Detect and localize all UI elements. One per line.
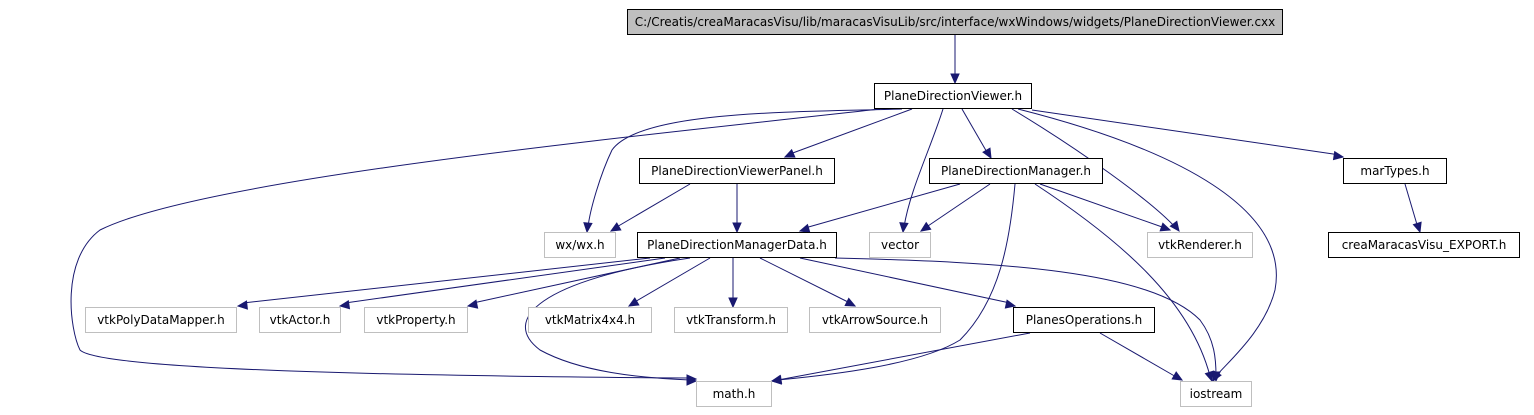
arrowhead-pdv-manager [982, 147, 992, 160]
edge-pdv-manager [961, 108, 989, 155]
arrowhead-mgr-data [798, 223, 811, 233]
arrowhead-po-iostream [1171, 371, 1184, 381]
node-mar-types-h[interactable]: marTypes.h [1343, 158, 1447, 184]
arrowhead-pdv-martypes [1332, 150, 1345, 161]
node-plane-direction-manager-data-h[interactable]: PlaneDirectionManagerData.h [637, 232, 837, 258]
edge-po-math [777, 332, 1031, 381]
edge-data-math [524, 257, 691, 381]
arrowhead-data-planes [1004, 299, 1017, 309]
edge-mgr-math [777, 183, 1016, 381]
edge-mgr-data [804, 183, 961, 229]
edge-mt-export [1404, 183, 1419, 229]
arrowhead-data-pdm [236, 300, 248, 310]
arrowhead-mgr-renderer [1159, 222, 1172, 232]
edge-pdv-martypes [1031, 109, 1341, 156]
edge-data-matrix [632, 257, 711, 304]
node-crea-maracas-visu-export-h[interactable]: creaMaracasVisu_EXPORT.h [1328, 232, 1520, 258]
node-plane-direction-viewer-h[interactable]: PlaneDirectionViewer.h [874, 83, 1032, 109]
node-vtk-renderer-h[interactable]: vtkRenderer.h [1147, 232, 1253, 258]
arrowhead-pdv-panel [783, 148, 796, 158]
arrowhead-panel-wx [609, 222, 622, 232]
arrowhead-pdv-renderer [1169, 220, 1180, 232]
node-vtk-matrix4x4-h[interactable]: vtkMatrix4x4.h [528, 307, 652, 333]
edge-pdv-math [70, 108, 881, 379]
arrowhead-data-arrow [844, 297, 857, 307]
arrowhead-data-property [466, 299, 479, 309]
node-plane-direction-manager-h[interactable]: PlaneDirectionManager.h [929, 158, 1103, 184]
edge-pdv-renderer [1011, 108, 1176, 228]
node-vtk-transform-h[interactable]: vtkTransform.h [674, 307, 788, 333]
arrowhead-data-iostream [1211, 371, 1221, 383]
node-planes-operations-h[interactable]: PlanesOperations.h [1013, 307, 1155, 333]
edge-data-planes [799, 257, 1011, 304]
arrowhead-panel-data [732, 222, 742, 234]
edge-pdv-panel [789, 108, 913, 155]
edge-data-pdm [242, 257, 651, 304]
edge-mgr-renderer [1039, 183, 1166, 229]
root-file-node[interactable]: C:/Creatis/creaMaracasVisu/lib/maracasVi… [627, 9, 1283, 35]
edge-panel-wx [614, 183, 691, 229]
edge-data-arrow [759, 257, 851, 304]
arrowhead-po-math [770, 374, 783, 384]
edge-data-actor [344, 257, 666, 304]
edge-po-iostream [1099, 332, 1179, 379]
node-plane-direction-viewer-panel-h[interactable]: PlaneDirectionViewerPanel.h [639, 158, 835, 184]
node-iostream[interactable]: iostream [1180, 381, 1252, 407]
node-vtk-arrow-source-h[interactable]: vtkArrowSource.h [809, 307, 941, 333]
arrowhead-mt-export [1412, 221, 1422, 234]
arrowhead-mgr-vector [919, 221, 932, 232]
node-vtk-poly-data-mapper-h[interactable]: vtkPolyDataMapper.h [85, 307, 237, 333]
node-vtk-actor-h[interactable]: vtkActor.h [259, 307, 341, 333]
edge-pdv-wx [587, 108, 903, 228]
arrowhead-data-actor [338, 299, 351, 310]
node-vector[interactable]: vector [869, 232, 931, 258]
arrowhead-data-math [686, 376, 698, 386]
node-wx-h[interactable]: wx/wx.h [544, 232, 616, 258]
node-math-h[interactable]: math.h [696, 381, 772, 407]
edge-mgr-vector [924, 183, 991, 229]
edge-data-iostream [834, 257, 1217, 377]
arrowhead-data-transform [728, 297, 738, 309]
arrowhead-mgr-iostream [1204, 370, 1214, 383]
arrowhead-data-matrix [627, 297, 640, 307]
arrowhead-pdv-wx [583, 222, 593, 234]
arrowhead-root-pdv [950, 73, 960, 85]
arrowhead-pdv-vector [899, 222, 909, 234]
node-vtk-property-h[interactable]: vtkProperty.h [364, 307, 468, 333]
edge-pdv-iostream [1017, 108, 1277, 377]
edge-pdv-vector [903, 108, 944, 228]
edge-mgr-iostream [1034, 183, 1211, 377]
